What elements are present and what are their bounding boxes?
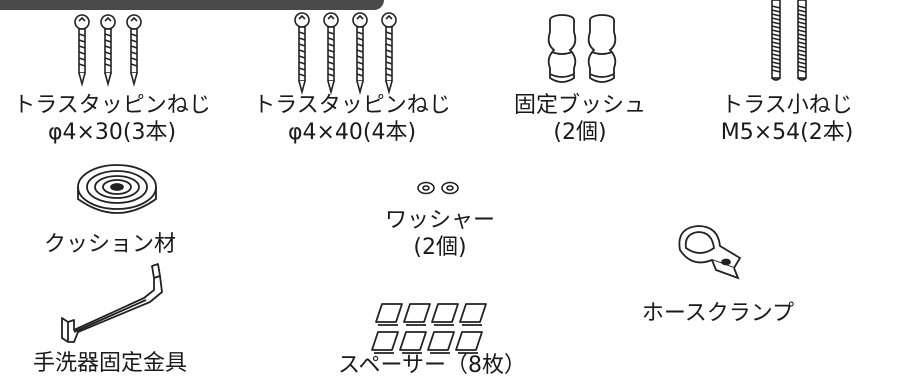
cushion-roll-illustration <box>77 164 157 214</box>
basin-bracket-illustration <box>61 263 163 343</box>
part-spec: φ4×30(3本) <box>47 120 177 145</box>
part-name: スペーサー（8枚） <box>337 353 527 378</box>
part-name: クッション材 <box>43 232 177 257</box>
washer-illustration <box>417 181 459 195</box>
spacer-illustration <box>371 303 487 354</box>
truss-screw-40-illustration <box>294 12 397 96</box>
part-name: ワッシャー <box>384 208 496 233</box>
spacer-label: スペーサー（8枚） <box>338 352 526 379</box>
basin-bracket-label: 手洗器固定金具 <box>33 350 187 377</box>
part-name: 手洗器固定金具 <box>32 351 188 376</box>
truss-small-screw-illustration <box>771 0 807 81</box>
hose-clamp-label: ホースクランプ <box>642 300 794 327</box>
part-name: トラスタッピンねじ <box>13 93 211 118</box>
part-name: ホースクランプ <box>641 301 795 326</box>
truss-screw-30-label: トラスタッピンねじ φ4×30(3本) <box>13 92 211 146</box>
part-spec: (2個) <box>553 120 607 145</box>
part-spec: M5×54(2本) <box>720 120 854 145</box>
fixing-bush-label: 固定ブッシュ (2個) <box>514 92 646 146</box>
part-name: 固定ブッシュ <box>513 93 647 118</box>
fixing-bush-illustration <box>547 14 617 83</box>
part-spec: (2個) <box>413 235 467 260</box>
washer-label: ワッシャー (2個) <box>385 207 495 261</box>
section-header-band <box>0 0 384 10</box>
truss-screw-40-label: トラスタッピンねじ φ4×40(4本) <box>253 92 451 146</box>
cushion-material-label: クッション材 <box>44 231 176 258</box>
truss-screw-30-illustration <box>74 14 142 88</box>
hose-clamp-illustration <box>678 225 742 280</box>
part-name: トラスタッピンねじ <box>253 93 451 118</box>
truss-small-screw-label: トラス小ねじ M5×54(2本) <box>721 92 854 146</box>
part-spec: φ4×40(4本) <box>287 120 417 145</box>
part-name: トラス小ねじ <box>721 93 853 118</box>
